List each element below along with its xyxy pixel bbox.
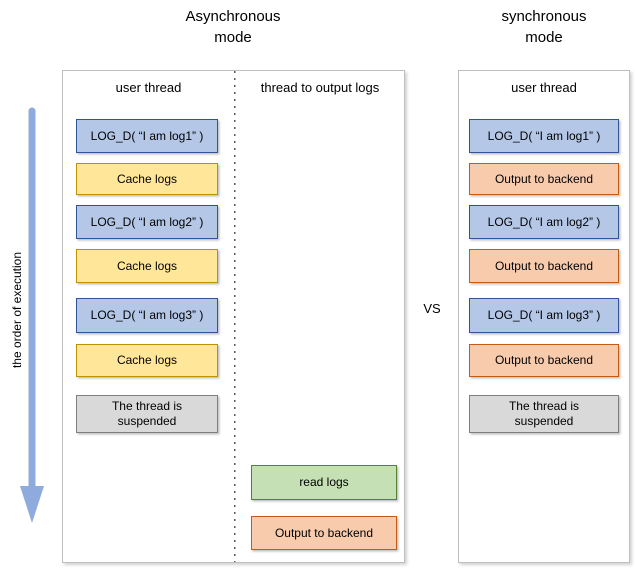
output-backend-box: Output to backend [469,163,619,195]
box-label: Output to backend [274,525,374,540]
cache-logs-box: Cache logs [76,163,218,195]
output-backend-box: Output to backend [469,249,619,283]
log-call-box: LOG_D( “I am log3” ) [76,298,218,333]
thread-suspended-box: The thread is suspended [469,395,619,433]
sync-panel: user thread LOG_D( “I am log1” ) Output … [458,70,630,563]
box-label: Output to backend [494,258,594,273]
box-label: The thread is suspended [508,399,580,428]
output-backend-box: Output to backend [469,344,619,377]
box-label: Cache logs [116,171,178,186]
down-arrow-icon [20,107,44,523]
box-label: Cache logs [116,258,178,273]
async-user-thread-header: user thread [115,80,182,95]
box-label: LOG_D( “I am log2” ) [90,214,204,229]
async-mode-title-line2: mode [214,29,252,46]
cache-logs-box: Cache logs [76,344,218,377]
box-label: Cache logs [116,353,178,367]
cache-logs-box: Cache logs [76,249,218,283]
box-label: LOG_D( “I am log2” ) [487,214,601,229]
async-panel: user thread thread to output logs LOG_D(… [62,70,405,563]
box-label: Output to backend [494,171,594,186]
box-label: LOG_D( “I am log1” ) [487,128,601,143]
sync-mode-title-line2: mode [525,29,563,46]
sync-user-thread-header: user thread [511,80,577,95]
thread-divider-dotted-line [234,71,236,562]
thread-suspended-box: The thread is suspended [76,395,218,433]
log-call-box: LOG_D( “I am log1” ) [469,119,619,153]
output-backend-box: Output to backend [251,516,397,550]
sync-mode-title: synchronous mode [444,6,635,48]
box-label: LOG_D( “I am log3” ) [90,308,204,322]
box-label: Output to backend [494,353,594,367]
box-label: LOG_D( “I am log3” ) [487,308,601,322]
async-output-thread-header: thread to output logs [260,80,380,95]
log-call-box: LOG_D( “I am log2” ) [469,205,619,239]
execution-order-label: the order of execution [10,251,24,369]
log-call-box: LOG_D( “I am log1” ) [76,119,218,153]
async-mode-title: Asynchronous mode [133,6,333,48]
log-call-box: LOG_D( “I am log3” ) [469,298,619,333]
log-call-box: LOG_D( “I am log2” ) [76,205,218,239]
sync-mode-title-line1: synchronous [501,8,587,25]
box-label: The thread is suspended [111,399,183,428]
box-label: read logs [299,475,349,489]
vs-label: VS [423,301,441,316]
read-logs-box: read logs [251,465,397,500]
async-mode-title-line1: Asynchronous [185,8,281,25]
box-label: LOG_D( “I am log1” ) [90,128,204,143]
